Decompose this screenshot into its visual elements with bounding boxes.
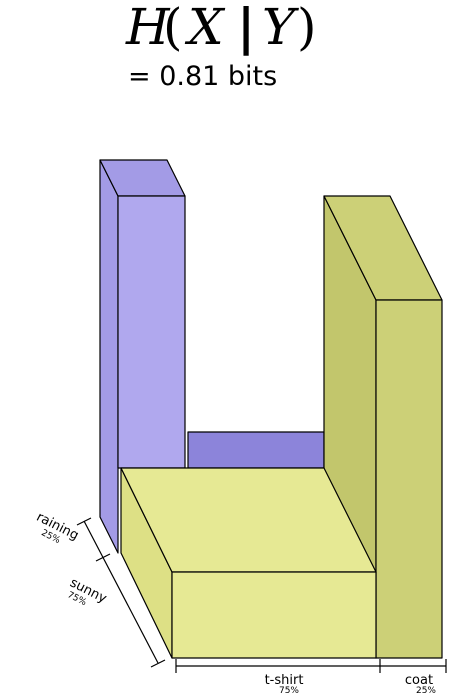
y-axis-line — [83, 520, 159, 664]
purple-low-back-face — [187, 431, 325, 469]
block-sunny-tshirt — [120, 467, 377, 659]
purple-tall-side-face — [99, 159, 119, 554]
block-raining-tshirt-tall — [99, 159, 186, 554]
olive-front-face — [375, 299, 443, 659]
purple-tall-front-face — [117, 195, 186, 469]
y-label-sunny-group: sunny 75% — [66, 575, 110, 608]
formula-x: X — [184, 0, 226, 56]
x-label-coat: coat — [405, 673, 433, 688]
formula-h: H — [125, 0, 171, 56]
entropy-value: = 0.81 bits — [128, 61, 277, 92]
y-axis-tick-bottom — [150, 659, 166, 668]
formula-close-paren: ) — [297, 0, 317, 56]
formula-open-paren: ( — [163, 0, 183, 56]
yellow-front-face — [171, 571, 377, 659]
formula-y: Y — [262, 0, 299, 56]
block-raining-tshirt-low — [187, 431, 325, 469]
x-pct-coat: 25% — [416, 686, 436, 694]
y-axis-tick-top — [76, 517, 92, 526]
x-axis: t-shirt 75% coat 25% — [175, 659, 447, 694]
x-pct-tshirt: 75% — [279, 686, 299, 694]
formula-title: H ( X | Y ) — [125, 0, 317, 57]
x-label-tshirt: t-shirt — [265, 673, 304, 688]
formula-bar: | — [237, 0, 255, 57]
y-axis-tick-mid — [95, 553, 111, 562]
y-label-raining-group: raining 25% — [34, 510, 81, 547]
